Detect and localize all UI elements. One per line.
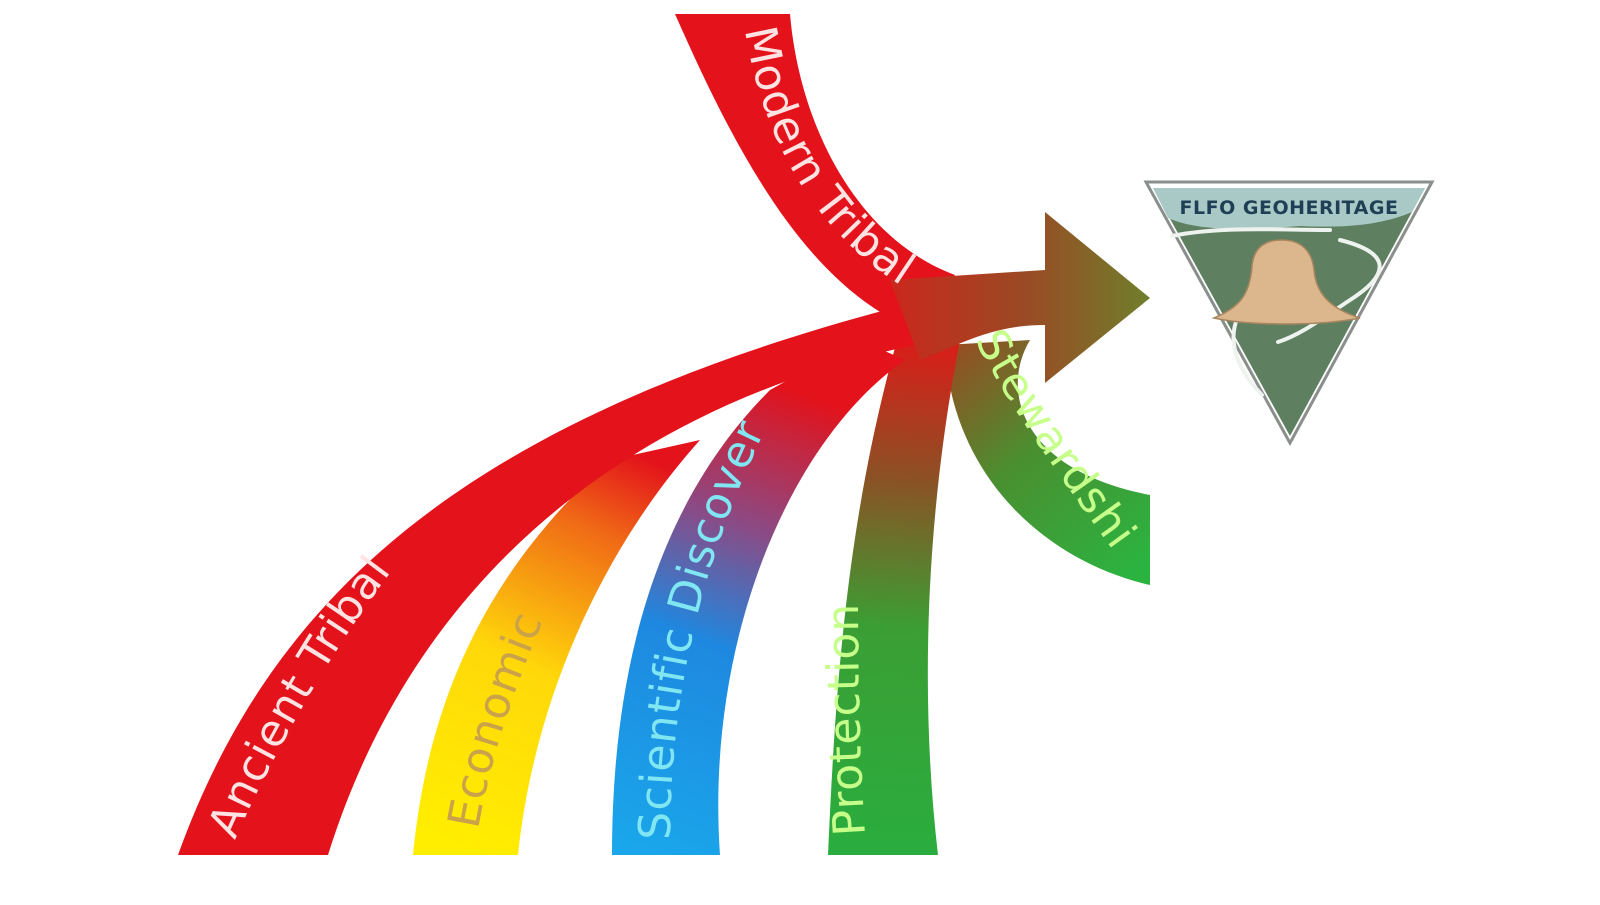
protection-stream	[828, 330, 960, 855]
stewardship-stream	[945, 340, 1150, 585]
convergence-arrow	[890, 212, 1150, 383]
logo-title: FLFO GEOHERITAGE	[1180, 197, 1399, 219]
ancient-tribal-stream	[178, 305, 915, 855]
modern-tribal-stream	[675, 14, 955, 330]
geoheritage-logo: FLFO GEOHERITAGE	[1143, 180, 1435, 447]
stream-label-protection: Protection	[818, 603, 876, 838]
butte-icon	[1211, 239, 1361, 325]
scientific-discovery-stream	[612, 340, 905, 855]
economic-stream	[413, 440, 700, 855]
logo-sky-band	[1153, 188, 1425, 229]
